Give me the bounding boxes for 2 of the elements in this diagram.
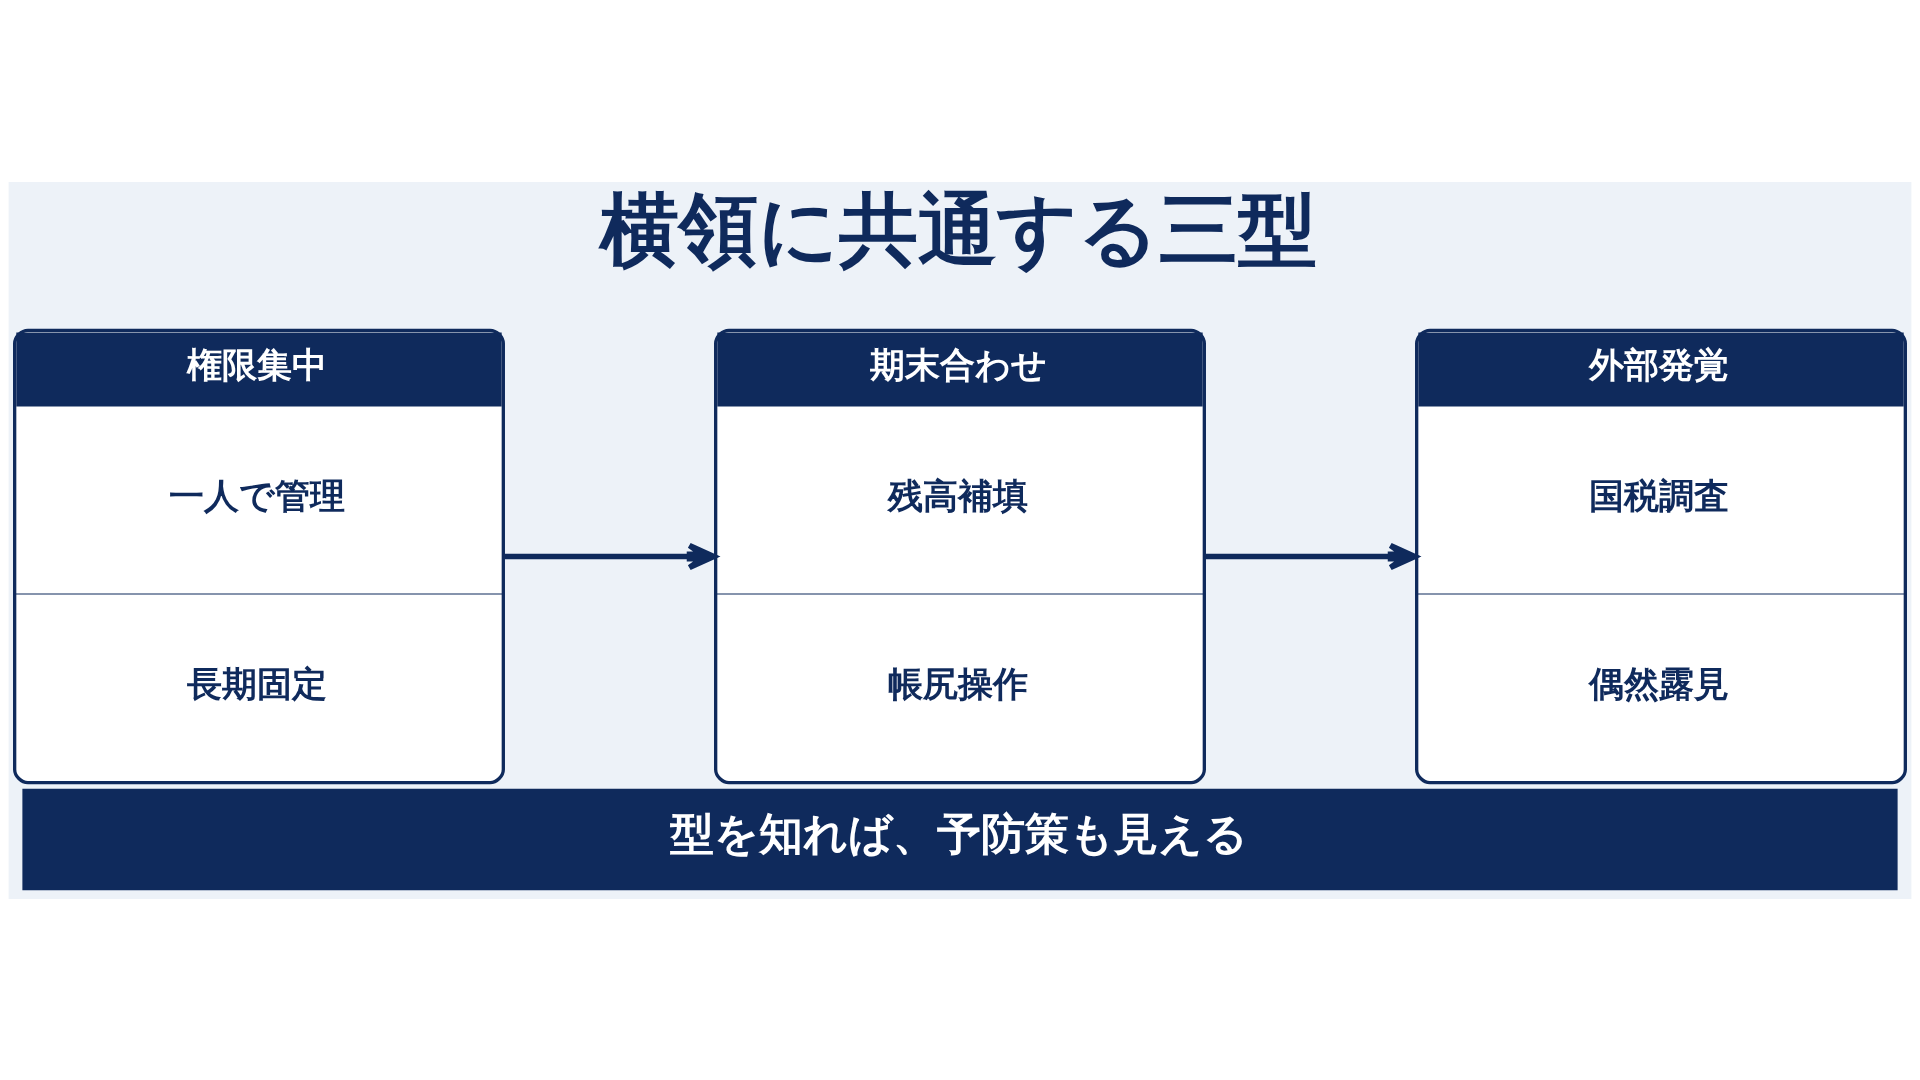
diagram-title: 横領に共通する三型 [599,182,1317,276]
caption: 型を知れば、予防策も見える [669,807,1248,859]
